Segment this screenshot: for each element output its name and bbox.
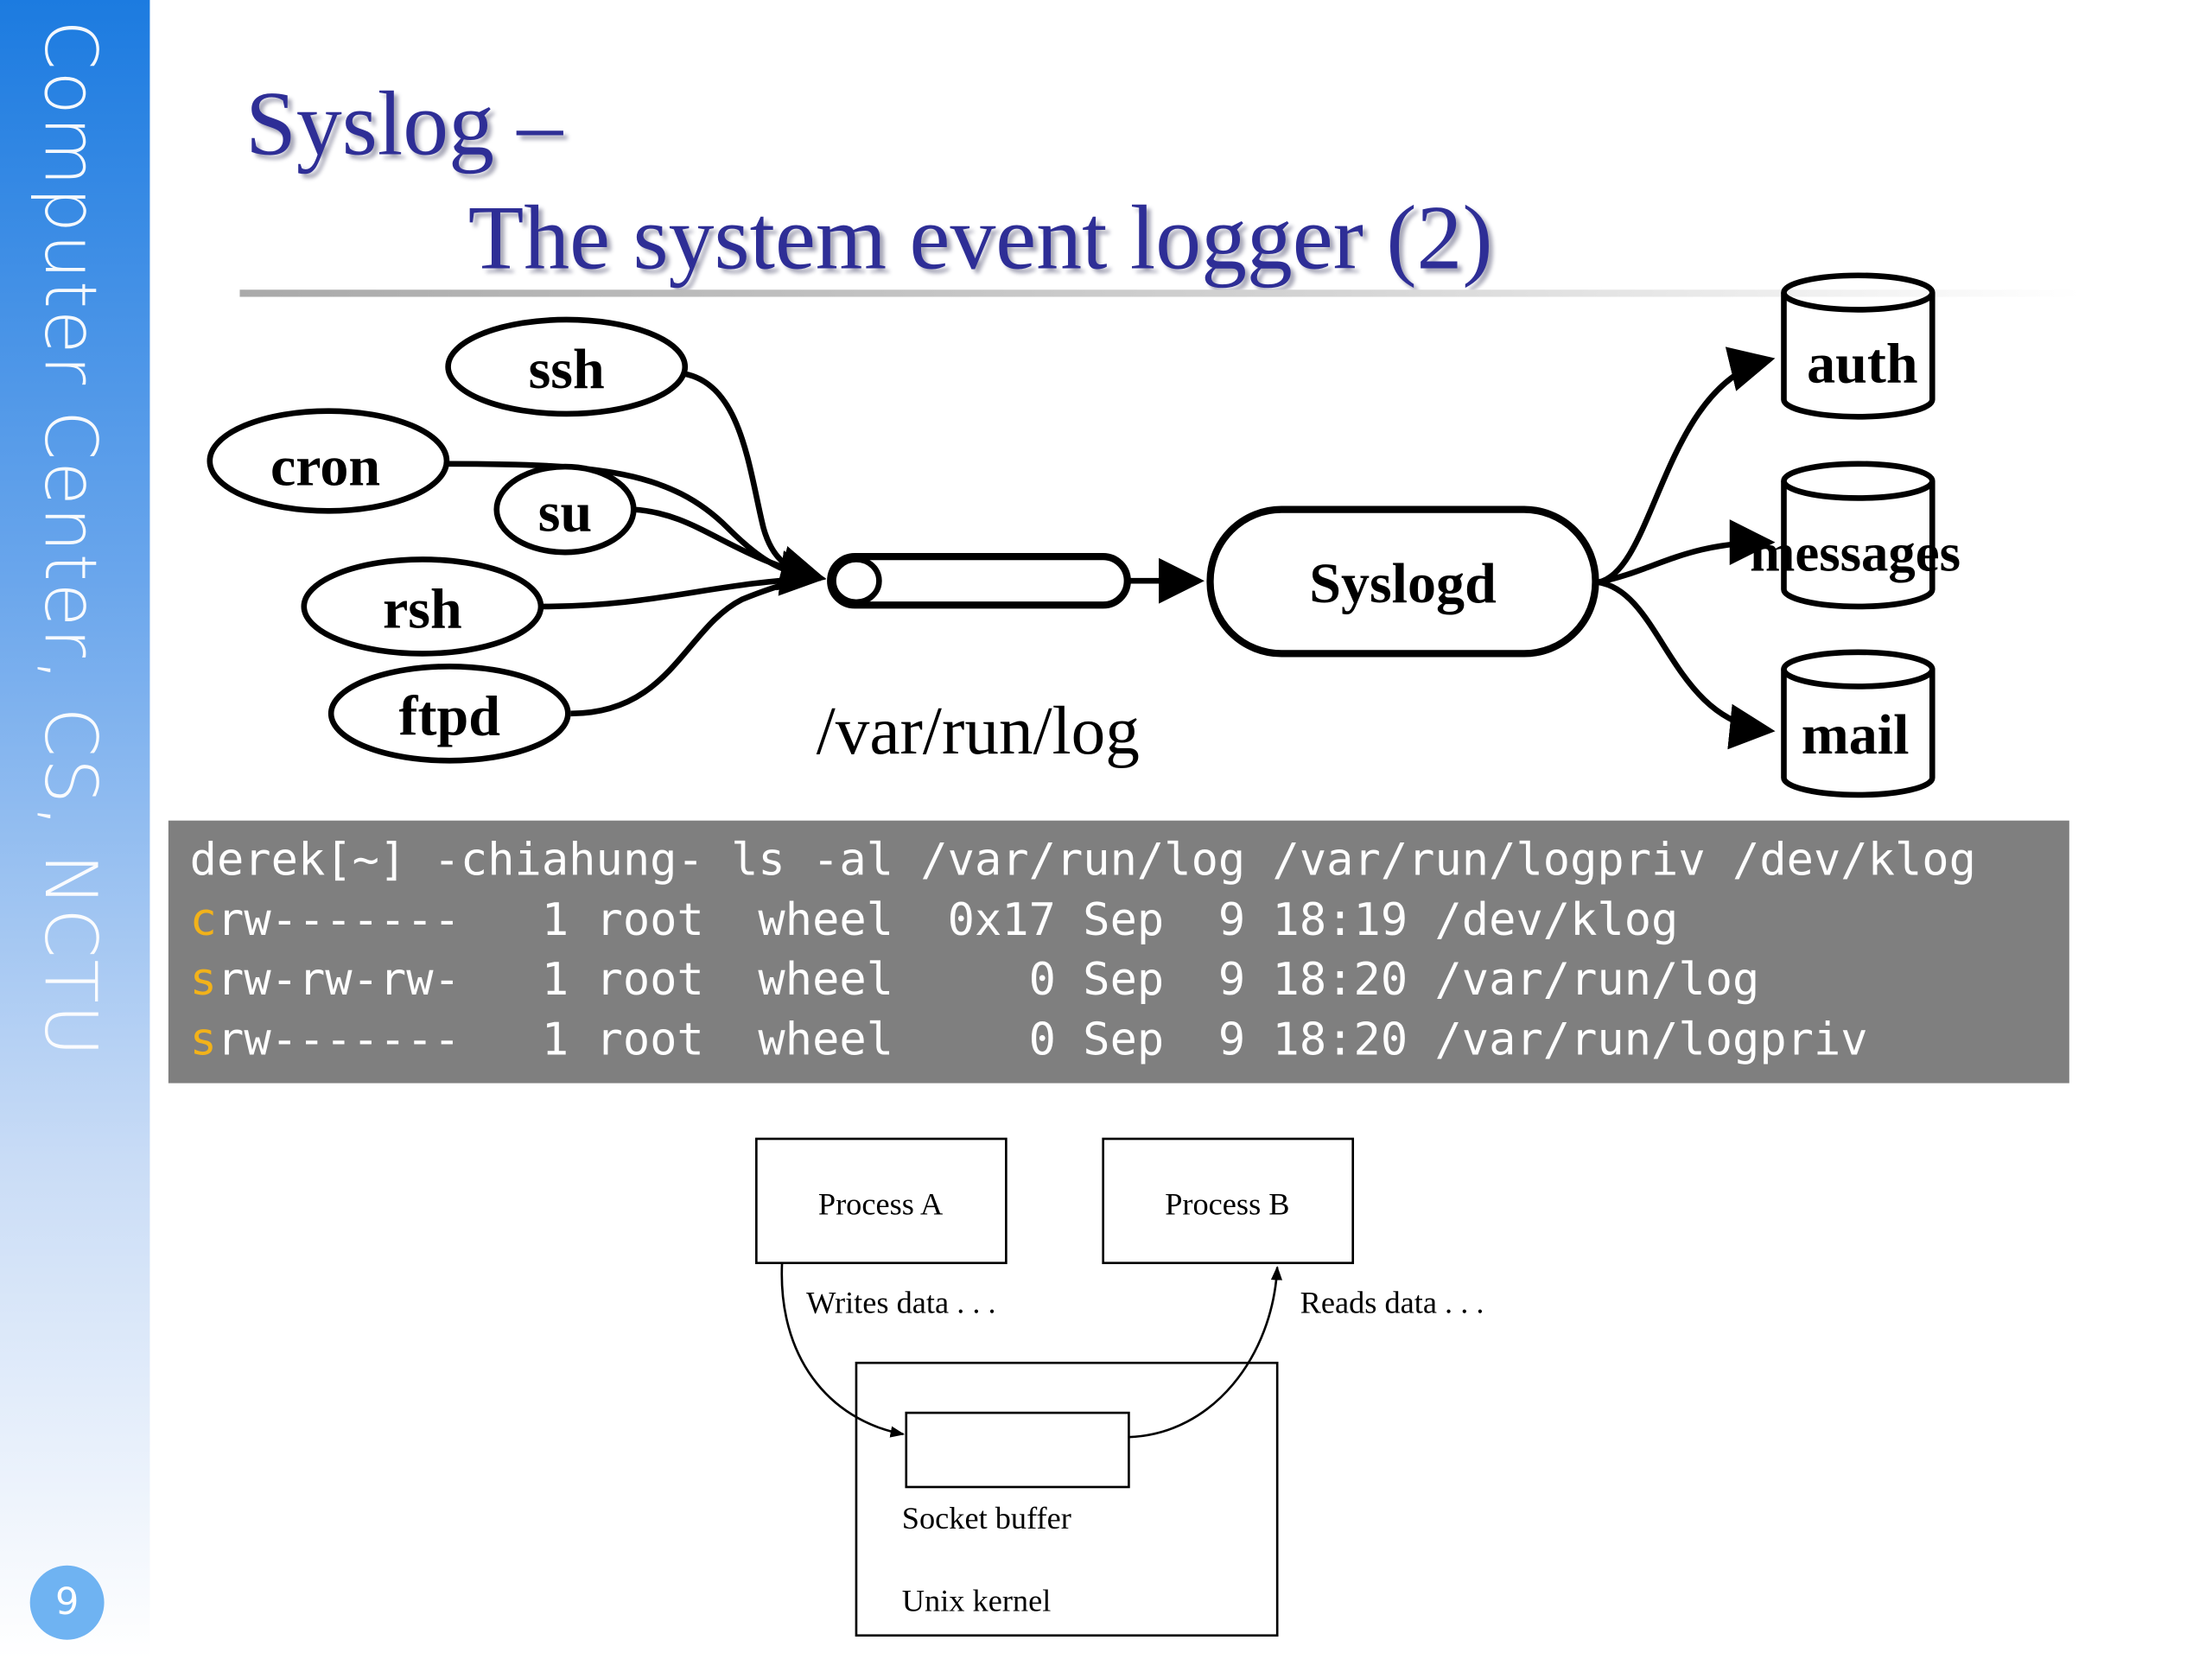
node-su (493, 463, 637, 556)
label-ssh: ssh (529, 338, 605, 401)
label-su: su (538, 480, 592, 543)
process-a-box (755, 1137, 1007, 1264)
kernel-box (855, 1361, 1279, 1637)
file-type: c (189, 894, 217, 947)
kernel-label: Unix kernel (902, 1584, 1052, 1618)
process-a-label: Process A (818, 1187, 943, 1222)
title-divider (239, 289, 2082, 297)
terminal-line: srw-rw-rw- 1 root wheel 0 Sep 9 18:20 /v… (190, 955, 1760, 1006)
file-info: rw-rw-rw- 1 root wheel 0 Sep 9 18:20 /va… (216, 954, 1760, 1007)
node-cron (207, 408, 450, 514)
read-arrow (1128, 1265, 1283, 1439)
write-arrow (780, 1262, 906, 1438)
label-auth: auth (1807, 333, 1917, 396)
node-rsh (301, 556, 544, 657)
socket-diagram (755, 1137, 1355, 1637)
edge-su (633, 506, 822, 582)
node-ftpd (327, 663, 571, 764)
edge-rsh (542, 575, 821, 610)
sidebar: Computer Center, CS, NCTU 9 (0, 0, 150, 1659)
terminal-command: derek[~] -chiahung- ls -al /var/run/log … (189, 835, 1976, 887)
label-messages: messages (1750, 523, 1961, 583)
file-info: rw------- 1 root wheel 0 Sep 9 18:20 /va… (216, 1014, 1868, 1066)
reads-label: Reads data . . . (1300, 1285, 1484, 1319)
socket-buffer-box (905, 1411, 1130, 1489)
db-mail (1781, 649, 1936, 798)
terminal-line: srw------- 1 root wheel 0 Sep 9 18:20 /v… (190, 1014, 1868, 1065)
terminal-output: derek[~] -chiahung- ls -al /var/run/log … (168, 820, 2069, 1084)
process-b-box (1102, 1137, 1355, 1264)
edge-auth (1597, 346, 1776, 586)
edge-mail (1598, 579, 1776, 750)
writes-label: Writes data . . . (806, 1285, 995, 1319)
db-messages (1781, 461, 1936, 610)
syslogd-node (1206, 505, 1599, 658)
label-syslogd: Syslogd (1309, 552, 1497, 615)
socket-buffer-label: Socket buffer (902, 1501, 1071, 1535)
file-info: rw------- 1 root wheel 0x17 Sep 9 18:19 … (216, 894, 1679, 947)
socket-pipe (827, 552, 1131, 609)
title-line-2: The system event logger (2) (467, 187, 1493, 289)
edge-ftpd (570, 575, 821, 717)
title-line-1: Syslog – (245, 73, 563, 175)
file-type: s (189, 1014, 217, 1066)
label-cron: cron (270, 435, 380, 499)
file-type: s (189, 954, 217, 1007)
edge-messages (1598, 519, 1776, 586)
page-number: 9 (29, 1565, 105, 1640)
terminal-line: crw------- 1 root wheel 0x17 Sep 9 18:19… (190, 895, 1679, 946)
node-ssh (445, 316, 689, 417)
label-ftpd: ftpd (399, 685, 500, 748)
label-rsh: rsh (383, 578, 462, 641)
process-b-label: Process B (1165, 1187, 1289, 1222)
label-var-run-log: /var/run/log (817, 693, 1140, 769)
db-auth (1781, 272, 1936, 420)
label-mail: mail (1802, 703, 1910, 766)
